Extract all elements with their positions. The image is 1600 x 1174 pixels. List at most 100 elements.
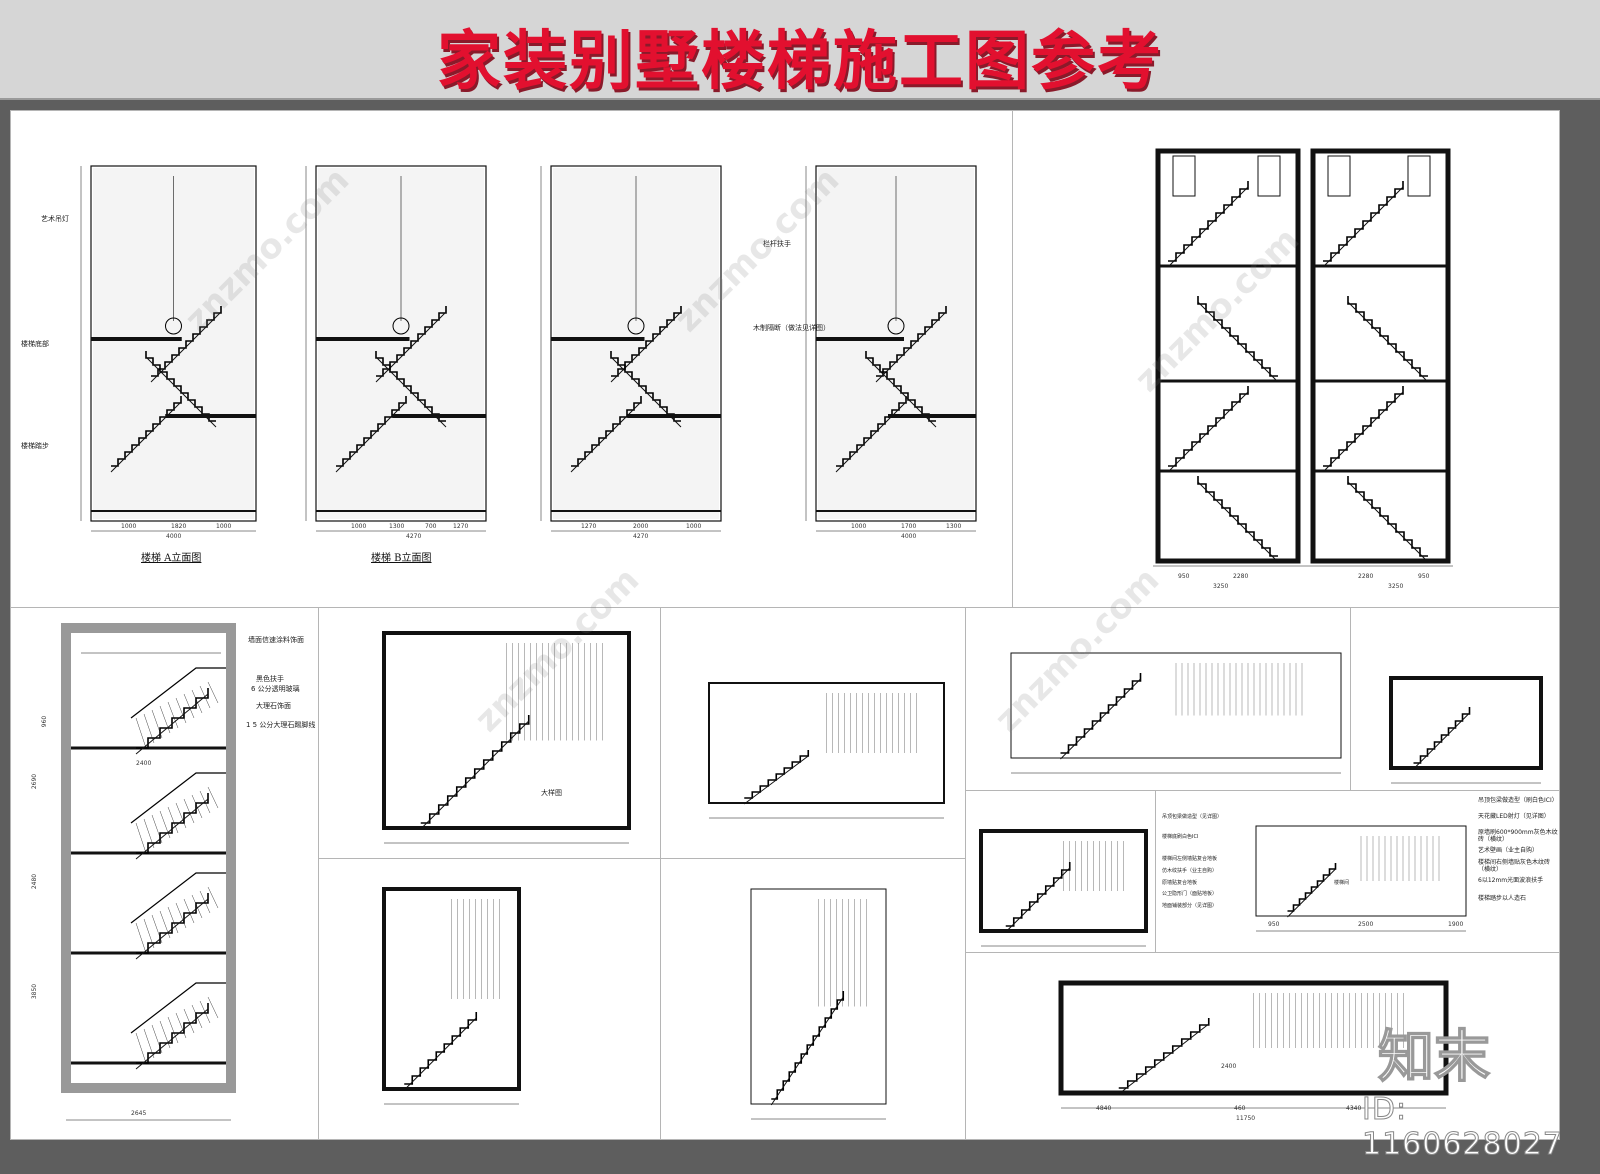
stair-flight <box>145 351 216 422</box>
outline <box>708 682 945 804</box>
logo-watermark: 知末 <box>1377 1024 1491 1091</box>
chandelier-icon <box>887 317 905 335</box>
dim-h-3850: 3850 <box>31 983 39 1000</box>
note-wall-paint: 墙面信速涂料饰面 <box>248 636 304 644</box>
stair-flight <box>136 793 209 854</box>
outline <box>382 887 521 1091</box>
note-l6: 地面铺装部分（见详图） <box>1162 903 1218 909</box>
glass-hatch <box>183 1008 195 1034</box>
glass-hatch <box>191 794 203 819</box>
handrail <box>130 982 226 1034</box>
duplex-drawing <box>382 631 631 844</box>
note-r5: 6以12mm光面波浪扶手 <box>1478 877 1558 884</box>
dim-r-2: 2280 <box>1233 573 1249 580</box>
glass-hatch <box>191 689 203 714</box>
stair-stringer <box>403 1017 477 1091</box>
glass-hatch <box>135 717 147 749</box>
glass-hatch <box>135 1032 147 1064</box>
elevation-frame <box>815 165 977 522</box>
caption-b-elevation: 楼梯 B立面图 <box>371 553 432 564</box>
small-section-drawing <box>1389 676 1543 784</box>
spiral-stair-drawing <box>750 888 887 1120</box>
stair-stringer <box>375 311 447 383</box>
window <box>1172 155 1196 197</box>
glass-hatch <box>175 1012 187 1039</box>
glass-hatch <box>151 1024 163 1054</box>
section-frame <box>1155 148 1301 564</box>
section-drawing <box>1153 148 1453 567</box>
stair-flight <box>1323 181 1404 262</box>
label-stair-tread: 楼梯踏步 <box>21 442 49 450</box>
stair-flight <box>404 1012 478 1085</box>
chandelier-icon <box>165 317 182 335</box>
railing-detail-drawing <box>979 829 1148 947</box>
stair-stringer <box>135 1008 209 1070</box>
label-wood-partition: 木制隔断（做法见详图） <box>753 324 830 332</box>
elevation-frame <box>315 165 487 522</box>
note-r0: 吊顶包梁做造型（刷白色ICI） <box>1478 797 1558 804</box>
dim-d-1: 1000 <box>851 523 867 530</box>
glass-hatch <box>175 902 187 929</box>
panel-floor-elevation <box>318 858 661 1140</box>
dim-r-5: 950 <box>1418 573 1430 580</box>
dim-h-2690: 2690 <box>31 773 39 790</box>
dim-a-1: 1000 <box>121 523 137 530</box>
stair-flight <box>111 396 182 467</box>
stair-flight <box>1347 296 1428 377</box>
glass-hatch <box>159 810 171 839</box>
outline <box>1389 676 1543 770</box>
dim-1900: 1900 <box>1448 921 1464 928</box>
stair-flight <box>744 750 810 799</box>
outline <box>382 631 631 830</box>
glass-hatch <box>207 886 219 909</box>
dim-mid: 2400 <box>1221 1063 1237 1070</box>
note-l3: 仿木纹扶手（业主自购） <box>1162 868 1218 874</box>
label-detail: 大样图 <box>541 789 562 797</box>
dim-b-3: 700 <box>425 523 437 530</box>
handrail <box>130 872 226 924</box>
glass-hatch <box>175 697 187 724</box>
stair-flight <box>375 351 446 422</box>
dim-c-3: 1000 <box>686 523 702 530</box>
stair-stringer <box>150 311 222 383</box>
note-l4: 原墙贴复合地板 <box>1162 880 1198 886</box>
stairwell-drawing <box>1255 825 1467 932</box>
label-art-chandelier: 艺术吊灯 <box>41 215 69 223</box>
panel-railing-detail <box>965 790 1156 953</box>
glass-hatch <box>167 806 179 834</box>
glass-hatch <box>159 910 171 939</box>
note-black-handrail: 黑色扶手 <box>256 675 284 683</box>
panel-section-right: 950 2280 3250 2280 950 3250 <box>1012 110 1560 608</box>
note-glass: 6 公分透明玻璃 <box>251 685 300 693</box>
stair-stringer <box>770 996 844 1106</box>
panel-stair-section-left: 墙面信速涂料饰面 黑色扶手 6 公分透明玻璃 大理石饰面 1 5 公分大理石踢脚… <box>10 607 319 1140</box>
window <box>1407 155 1431 197</box>
note-l0: 吊顶包梁做造型（见详图） <box>1162 814 1223 820</box>
room-label: 楼梯间 <box>1334 880 1350 886</box>
glass-hatch <box>183 798 195 824</box>
stair-flight <box>151 306 222 377</box>
panel-glass-railing <box>660 607 966 859</box>
dim-r-4: 2280 <box>1358 573 1374 580</box>
dim-c-2: 2000 <box>633 523 649 530</box>
note-r6: 楼梯踏步以人造石 <box>1478 895 1558 902</box>
stair-stringer <box>1287 868 1336 918</box>
glass-hatch <box>167 1016 179 1044</box>
note-l1: 楼梯底刷白色ICI <box>1162 834 1199 840</box>
dim-b-2: 1300 <box>389 523 405 530</box>
stair-stringer <box>1413 712 1470 770</box>
note-r3: 艺术壁画（业主自购） <box>1478 847 1558 854</box>
dim-b-1: 1000 <box>351 523 367 530</box>
drawing-sheet: 楼梯 A立面图 楼梯 B立面图 艺术吊灯 楼梯底部 楼梯踏步 栏杆扶手 木制隔断… <box>10 110 1560 1140</box>
note-r1: 天花藏LED射灯（见详图） <box>1478 813 1558 820</box>
stair-flight <box>610 351 681 422</box>
dim-d-total: 4000 <box>901 533 917 540</box>
stair-stringer <box>1197 301 1279 383</box>
panel-small-section <box>1350 607 1560 791</box>
glass-hatch <box>207 996 219 1019</box>
stair-stringer <box>135 693 209 755</box>
glass-hatch <box>183 693 195 719</box>
note-r2: 原墙刷600*900mm灰色木纹砖（横纹） <box>1478 829 1558 843</box>
panel-wall-elevation <box>965 607 1351 791</box>
glass-hatch <box>175 802 187 829</box>
